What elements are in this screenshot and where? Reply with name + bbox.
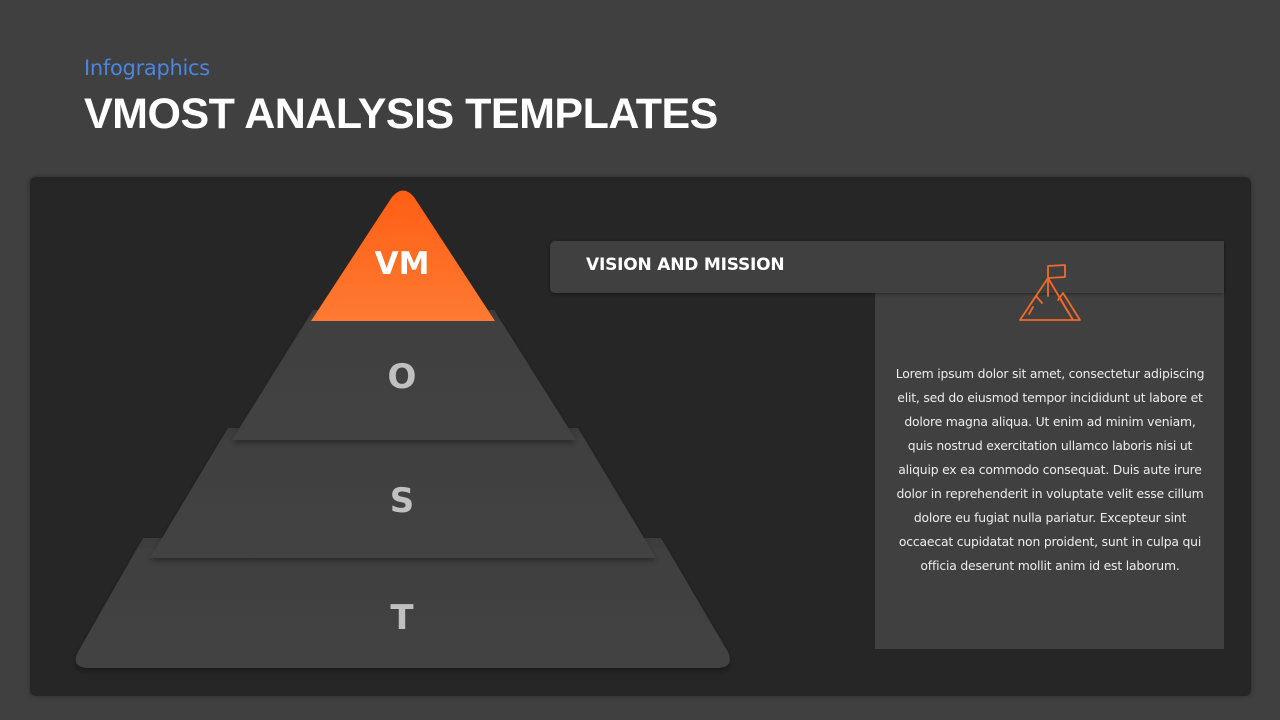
pyramid-layer-t[interactable] [75,538,730,668]
callout-body-text: Lorem ipsum dolor sit amet, consectetur … [895,366,1205,573]
mountain-flag-icon [1019,264,1081,321]
slide-subtitle: Infographics [84,56,210,80]
pyramid-layer-s[interactable] [150,428,656,558]
layer-label-t: T [390,598,414,638]
pyramid-layer-o[interactable] [232,310,576,440]
layer-label-s: S [389,481,415,521]
callout-header: VISION AND MISSION [550,241,1224,293]
layer-label-o: O [387,357,417,397]
callout-panel [875,241,1224,649]
layer-label-vm: VM [374,246,430,282]
slide-title: VMOST ANALYSIS TEMPLATES [84,90,718,138]
pyramid-layer-vm[interactable] [311,190,495,322]
callout-heading: VISION AND MISSION [586,255,785,275]
